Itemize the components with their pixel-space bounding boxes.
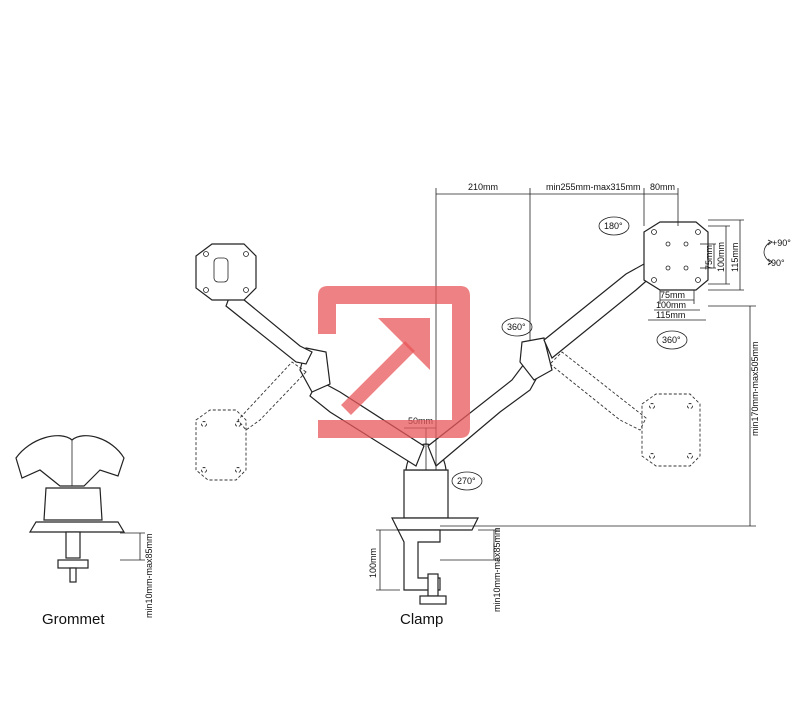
plate-width-label: 80mm xyxy=(650,182,675,192)
vesa-115-vertical-label: 115mm xyxy=(730,243,740,272)
tilt-up-label: +90° xyxy=(772,238,791,248)
arrow-up-right-icon xyxy=(341,318,430,415)
vesa-100-horizontal-label: 100mm xyxy=(656,300,686,310)
svg-text:360°: 360° xyxy=(507,322,526,332)
grommet-mount xyxy=(15,435,126,583)
vesa-horizontal-dimensions xyxy=(648,290,706,321)
left-arm-lowered-ghost xyxy=(195,361,307,481)
height-range-dimension xyxy=(440,305,756,527)
grommet-thickness-label: min10mm-max85mm xyxy=(144,533,154,618)
arm-outer-length-label: min255mm-max315mm xyxy=(546,182,641,192)
vesa-75-horizontal-label: 75mm xyxy=(660,290,685,300)
clamp-depth-label: 100mm xyxy=(368,548,378,578)
rotation-270-badge: 270° xyxy=(451,471,483,491)
clamp-depth-dimension xyxy=(376,529,400,591)
grommet-label: Grommet xyxy=(42,611,105,628)
rotation-360-arm-badge: 360° xyxy=(501,317,533,337)
watermark-logo xyxy=(318,286,470,438)
left-monitor-plate xyxy=(195,243,257,301)
svg-text:180°: 180° xyxy=(604,221,623,231)
tilt-down-label: -90° xyxy=(768,258,785,268)
tilt-indicator xyxy=(763,239,773,266)
clamp-thickness-label: min10mm-max85mm xyxy=(492,527,502,612)
rotation-180-badge: 180° xyxy=(598,216,630,236)
svg-text:360°: 360° xyxy=(662,335,681,345)
vesa-100-vertical-label: 100mm xyxy=(716,242,726,272)
svg-text:270°: 270° xyxy=(457,476,476,486)
vesa-115-horizontal-label: 115mm xyxy=(656,310,685,320)
grommet-thickness-dimension xyxy=(120,532,145,561)
height-range-label: min170mm-max505mm xyxy=(750,341,760,436)
right-arm xyxy=(427,263,653,467)
clamp-label: Clamp xyxy=(400,611,443,628)
clamp-thickness-dimension xyxy=(440,529,500,561)
vesa-75-vertical-label: 75mm xyxy=(704,245,714,270)
right-arm-lowered-ghost xyxy=(549,351,701,467)
rotation-360-plate-badge: 360° xyxy=(656,330,688,350)
arm-inner-length-label: 210mm xyxy=(468,182,498,192)
right-monitor-plate xyxy=(643,221,709,291)
vesa-vertical-dimensions xyxy=(700,219,744,291)
clamp-mount xyxy=(391,469,479,605)
